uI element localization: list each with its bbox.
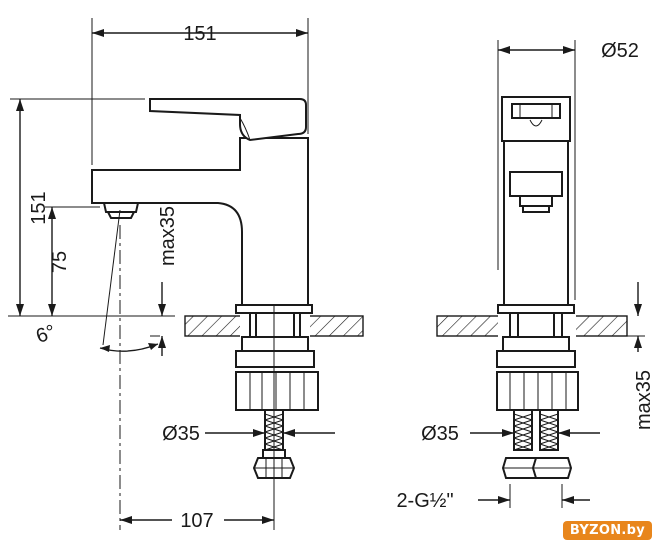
- dim-side-height-label: 151: [28, 191, 50, 224]
- base-flange-front: [497, 304, 575, 314]
- front-view: [436, 96, 628, 479]
- dim-head-diameter: [497, 40, 576, 300]
- aerator-side: [102, 202, 140, 213]
- lever-handle-side: [149, 98, 307, 142]
- mounting-nut-side: [241, 336, 309, 352]
- dim-spout-height-label: 75: [49, 251, 71, 273]
- side-view: [8, 98, 364, 530]
- dim-offset: [120, 505, 274, 531]
- aerator-front: [522, 205, 550, 213]
- dim-base-diameter-right-label: Ø35: [421, 423, 459, 445]
- dim-hose-thread-label: 2-G½": [396, 490, 453, 512]
- dim-base-diameter-right: [470, 429, 600, 437]
- dim-deck-max-left-label: max35: [157, 206, 179, 266]
- dim-side-height: [10, 98, 145, 316]
- dim-spout-height: [45, 206, 100, 316]
- dim-head-diameter-label: Ø52: [601, 40, 639, 62]
- dim-angle-label: 6°: [33, 321, 58, 348]
- faucet-body-front: [503, 140, 569, 306]
- dim-deck-max-right: [627, 282, 645, 352]
- faucet-body-side: [91, 137, 309, 306]
- dim-offset-label: 107: [180, 510, 213, 532]
- watermark-badge: BYZON.by: [562, 521, 652, 540]
- dim-deck-max-left: [158, 282, 166, 356]
- supply-hoses-front: [501, 409, 573, 479]
- dim-hose-thread: [478, 484, 590, 508]
- dim-side-width-label: 151: [183, 23, 216, 45]
- dim-base-diameter-left-label: Ø35: [162, 423, 200, 445]
- fixing-nut-side: [235, 371, 319, 411]
- dim-side-width: [91, 18, 309, 165]
- dim-deck-max-right-label: max35: [633, 370, 655, 430]
- dim-base-diameter-left: [205, 429, 335, 437]
